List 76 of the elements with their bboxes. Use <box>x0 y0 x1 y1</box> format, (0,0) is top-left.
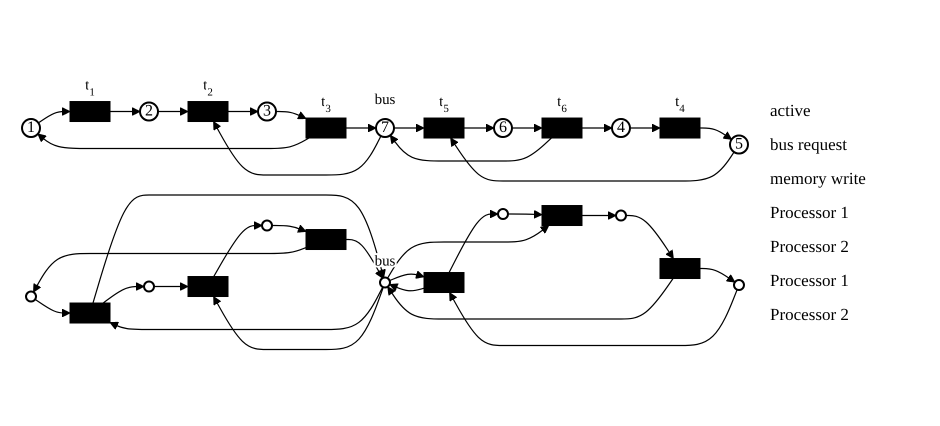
node-bar <box>424 117 464 138</box>
arrow <box>110 286 384 330</box>
arrow <box>389 270 424 281</box>
label-text: Processor 1 <box>770 203 850 223</box>
arrow <box>700 268 736 282</box>
arrow <box>700 127 732 140</box>
arrow <box>450 137 735 182</box>
arrow <box>38 106 70 124</box>
node-circle: 5 <box>728 134 749 154</box>
arrow <box>390 134 552 162</box>
node-circle <box>261 219 273 232</box>
arrow <box>34 298 70 318</box>
node-circle <box>615 209 627 222</box>
node-circle: 2 <box>139 101 159 122</box>
arrow <box>387 278 674 320</box>
node-circle <box>732 278 745 291</box>
arrow <box>272 224 306 232</box>
node-circle: 1 <box>21 118 42 138</box>
arrow <box>110 106 140 116</box>
arrow <box>626 214 674 259</box>
node-circle: 6 <box>493 118 513 138</box>
arrow <box>346 238 383 278</box>
node-bar <box>70 302 110 324</box>
node-circle <box>143 280 155 292</box>
arrow <box>346 123 376 132</box>
arrow <box>158 106 188 116</box>
node-circle <box>497 208 509 220</box>
place-label: bus <box>374 92 396 108</box>
node-bar <box>306 228 346 250</box>
node-circle <box>379 276 391 288</box>
transition-label: t$_{3}$ <box>321 94 331 115</box>
node-bar <box>660 117 700 138</box>
label-text: Processor 2 <box>770 237 850 257</box>
label-text: bus request <box>770 135 848 155</box>
arrow <box>394 123 424 132</box>
arrow <box>37 133 310 149</box>
label-text: active <box>770 101 812 121</box>
transition-label: t$_{2}$ <box>203 77 213 98</box>
transition-label: t$_{5}$ <box>439 94 449 115</box>
label-text: memory write <box>770 169 867 189</box>
node-bar <box>424 272 464 293</box>
node-bar <box>70 100 110 122</box>
arrow <box>464 123 494 132</box>
arrow <box>449 289 738 346</box>
arrow <box>213 120 382 176</box>
arrow <box>582 210 616 220</box>
node-circle: 3 <box>257 101 277 122</box>
transition-label: t$_{1}$ <box>85 77 95 98</box>
node-bar <box>660 258 700 279</box>
arrow <box>276 110 306 119</box>
arrow <box>213 286 384 350</box>
arrow <box>630 123 660 132</box>
arrow <box>387 224 550 278</box>
label-text: Processor 2 <box>770 305 850 325</box>
transition-label: t$_{4}$ <box>675 94 685 115</box>
node-circle <box>25 290 38 302</box>
node-bar <box>306 117 346 138</box>
node-bar <box>188 276 228 297</box>
label-text: Processor 1 <box>770 271 850 291</box>
arrow <box>92 194 386 303</box>
arrow <box>512 123 542 132</box>
arrow <box>448 209 498 273</box>
node-bar <box>542 117 582 138</box>
arrow <box>102 282 144 304</box>
transition-label: t$_{6}$ <box>557 94 567 115</box>
arrow <box>508 210 542 218</box>
arrow <box>213 220 262 277</box>
arrow <box>389 283 424 292</box>
node-circle: 7 <box>375 118 395 138</box>
node-circle: 4 <box>611 118 631 138</box>
node-bar <box>542 204 582 226</box>
node-bar <box>188 100 228 122</box>
arrow <box>33 246 306 292</box>
arrow <box>582 123 612 132</box>
arrow <box>154 282 188 291</box>
arrow <box>228 106 258 116</box>
